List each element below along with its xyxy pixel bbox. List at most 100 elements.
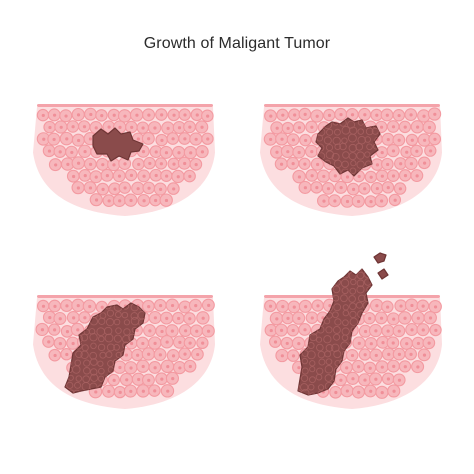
cell-nucleus — [83, 174, 87, 178]
tumor-cell — [132, 265, 138, 271]
tumor-cell — [316, 95, 323, 102]
tumor-cell — [73, 280, 79, 286]
tumor-cell — [348, 152, 357, 161]
cell-nucleus — [53, 304, 57, 308]
cell-nucleus — [297, 316, 301, 321]
tumor-mass — [92, 127, 144, 162]
cell-nucleus — [375, 113, 379, 117]
tumor-cell — [383, 89, 390, 96]
tumor-cell — [323, 335, 332, 344]
cell-nucleus — [141, 364, 145, 369]
cell-nucleus — [154, 150, 158, 154]
cell-nucleus — [41, 113, 45, 118]
cell-nucleus — [363, 187, 367, 191]
tumor-body — [315, 117, 381, 177]
tumor-cell — [303, 95, 308, 100]
tumor-cell — [325, 326, 333, 334]
tumor-cell — [324, 350, 332, 358]
cell-nucleus — [112, 378, 116, 382]
tumor-cell — [97, 343, 106, 352]
tumor-cell — [357, 294, 366, 303]
tumor-cell — [301, 357, 308, 365]
tumor-cell — [364, 151, 371, 158]
tumor-cell — [123, 264, 130, 271]
tumor-cell — [113, 334, 122, 343]
cell-nucleus — [280, 354, 284, 358]
tumor-cell — [72, 365, 81, 374]
cell-nucleus — [142, 174, 146, 178]
tumor-cell — [287, 271, 293, 277]
tumor-cell — [309, 360, 316, 367]
cell-nucleus — [291, 162, 295, 166]
tumor-cell — [285, 82, 290, 87]
cell-nucleus — [206, 329, 211, 333]
membrane-line — [37, 104, 213, 107]
cell-nucleus — [364, 329, 368, 334]
tumor-cell — [307, 383, 315, 391]
tumor-cell — [358, 80, 363, 85]
cell-nucleus — [399, 304, 403, 308]
page-title: Growth of Maligant Tumor — [143, 35, 331, 52]
tumor-cell — [130, 271, 137, 278]
tumor-cell — [292, 87, 299, 94]
cell-nucleus — [153, 366, 157, 370]
tumor-cell — [324, 272, 332, 280]
cell-nucleus — [422, 161, 427, 165]
cell-nucleus — [129, 366, 133, 370]
cell-nucleus — [129, 198, 133, 203]
cell-nucleus — [297, 342, 301, 346]
cell-nucleus — [297, 175, 302, 179]
cell-nucleus — [172, 162, 176, 166]
membrane-line — [264, 104, 440, 107]
cell-nucleus — [291, 354, 296, 358]
cell-nucleus — [369, 175, 373, 179]
tumor-cell — [332, 136, 341, 146]
cell-nucleus — [286, 126, 290, 130]
cell-nucleus — [101, 163, 105, 167]
tumor-cell — [139, 272, 145, 278]
cell-nucleus — [433, 137, 437, 141]
tumor-cell — [89, 333, 98, 342]
cell-nucleus — [368, 366, 372, 370]
tumor-cell — [115, 327, 122, 334]
tumor-cell — [105, 318, 115, 327]
cell-nucleus — [158, 353, 162, 357]
tumor-cell — [350, 96, 357, 103]
cell-nucleus — [147, 378, 151, 382]
tumor-cell — [357, 96, 363, 102]
tumor-cell — [308, 279, 316, 286]
tumor-cell — [66, 381, 74, 389]
cell-nucleus — [403, 365, 407, 369]
cell-nucleus — [392, 317, 396, 321]
cell-nucleus — [166, 389, 170, 393]
cell-nucleus — [368, 316, 372, 321]
cell-nucleus — [345, 199, 350, 204]
tumor-cell — [300, 374, 309, 382]
cell-nucleus — [125, 378, 129, 382]
cell-nucleus — [188, 317, 192, 321]
cell-nucleus — [275, 150, 279, 154]
tumor-cell — [154, 288, 160, 294]
cell-nucleus — [188, 125, 192, 129]
cell-nucleus — [89, 112, 93, 117]
cell-nucleus — [322, 199, 326, 203]
tumor-cell — [88, 328, 96, 335]
cell-nucleus — [141, 341, 145, 346]
tumor-cell — [57, 263, 64, 270]
tumor-cell — [146, 288, 152, 294]
cell-nucleus — [374, 329, 378, 333]
tumor-cell — [88, 263, 96, 271]
cell-nucleus — [183, 305, 187, 309]
cell-nucleus — [369, 200, 373, 204]
tumor-cell — [97, 360, 104, 367]
cell-nucleus — [171, 354, 176, 358]
cell-nucleus — [194, 162, 198, 167]
cell-nucleus — [183, 161, 187, 166]
tumor-cell — [121, 271, 129, 279]
tumor-cell — [300, 71, 307, 78]
tumor-cell — [326, 88, 333, 95]
tumor-cell — [299, 279, 308, 287]
tumor-cell — [371, 127, 379, 135]
cell-nucleus — [47, 340, 51, 344]
cell-nucleus — [398, 187, 402, 191]
